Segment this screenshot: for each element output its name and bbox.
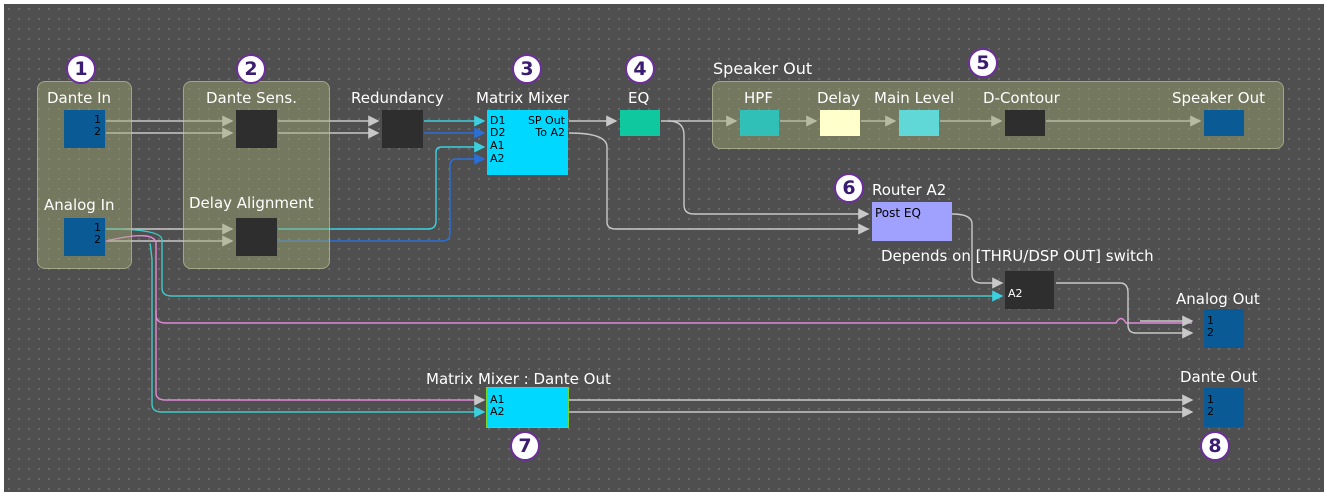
label-dante-sens: Dante Sens. xyxy=(206,89,297,107)
label-speaker-out: Speaker Out xyxy=(1172,89,1265,107)
port-label: 2 xyxy=(1207,326,1214,339)
wire-thru-out2 xyxy=(1056,282,1194,339)
router-a2-block[interactable]: Post EQ xyxy=(872,202,952,241)
wire-toa2-router xyxy=(568,132,870,235)
redundancy-block[interactable] xyxy=(382,110,423,148)
wire-analog-out1 xyxy=(105,235,1192,324)
dante-out-block[interactable]: 1 2 xyxy=(1204,388,1244,427)
label-d-contour: D-Contour xyxy=(983,89,1060,107)
port-label: A1 xyxy=(490,139,505,152)
label-redundancy: Redundancy xyxy=(351,89,444,107)
port-label: 1 xyxy=(94,113,101,126)
wire-router-thru xyxy=(951,213,1004,289)
matrix-mixer-dante-out-block[interactable]: A1 A2 xyxy=(486,387,569,428)
label-hpf: HPF xyxy=(744,89,773,107)
port-label: 1 xyxy=(94,221,101,234)
eq-block[interactable] xyxy=(620,110,660,136)
d-contour-block[interactable] xyxy=(1005,110,1045,136)
badge-1: 1 xyxy=(66,54,96,84)
port-label: A2 xyxy=(490,405,505,418)
speaker-out-block[interactable] xyxy=(1204,110,1244,136)
label-dante-out: Dante Out xyxy=(1180,368,1258,386)
port-label: D2 xyxy=(490,126,506,139)
analog-out-block[interactable]: 1 2 xyxy=(1204,309,1244,348)
label-analog-out: Analog Out xyxy=(1176,290,1260,308)
wire-analog-dmm-a2 xyxy=(149,243,486,418)
label-matrix-mixer-dante-out: Matrix Mixer : Dante Out xyxy=(426,370,611,388)
badge-4: 4 xyxy=(625,54,655,84)
badge-6: 6 xyxy=(834,173,864,203)
wire-da-a1 xyxy=(278,141,486,230)
port-label: Post EQ xyxy=(875,206,921,220)
dante-sens-block[interactable] xyxy=(236,110,277,148)
wire-da-a2 xyxy=(278,153,486,242)
hpf-block[interactable] xyxy=(740,110,779,136)
main-level-block[interactable] xyxy=(899,110,939,136)
label-analog-in: Analog In xyxy=(44,196,115,214)
delay-block[interactable] xyxy=(820,110,860,136)
badge-2: 2 xyxy=(236,54,266,84)
label-main-level: Main Level xyxy=(874,89,955,107)
port-label: A2 xyxy=(1008,287,1023,300)
label-router-a2: Router A2 xyxy=(872,181,947,199)
label-speaker-out-group: Speaker Out xyxy=(713,59,813,78)
label-delay: Delay xyxy=(817,89,861,107)
analog-in-block[interactable]: 1 2 xyxy=(64,218,105,256)
group-speaker-out xyxy=(712,81,1284,149)
badge-5: 5 xyxy=(968,48,998,78)
label-depends-note: Depends on [THRU/DSP OUT] switch xyxy=(881,247,1154,265)
label-matrix-mixer: Matrix Mixer xyxy=(476,89,569,107)
port-label: 1 xyxy=(1207,393,1214,406)
badge-3: 3 xyxy=(512,54,542,84)
thru-switch-block[interactable]: A2 xyxy=(1005,271,1054,309)
port-label: 2 xyxy=(1207,405,1214,418)
label-eq: EQ xyxy=(628,89,650,107)
label-delay-alignment: Delay Alignment xyxy=(189,194,314,212)
port-label: D1 xyxy=(490,114,506,127)
port-label: 2 xyxy=(94,233,101,246)
port-label: A2 xyxy=(490,152,505,165)
dante-in-block[interactable]: 1 2 xyxy=(64,110,105,148)
wire-eq-router xyxy=(667,120,870,220)
badge-8: 8 xyxy=(1200,431,1230,461)
delay-alignment-block[interactable] xyxy=(236,218,277,256)
port-label: 2 xyxy=(94,125,101,138)
badge-7: 7 xyxy=(510,431,540,461)
matrix-mixer-block[interactable]: D1 D2 A1 A2 SP Out To A2 xyxy=(487,110,568,175)
wire-analog-dmm-a1 xyxy=(155,310,486,406)
diagram-canvas xyxy=(4,4,1324,492)
port-label: To A2 xyxy=(535,126,565,139)
wire-analog-thru xyxy=(105,228,1004,302)
label-dante-in: Dante In xyxy=(47,89,112,107)
port-label: SP Out xyxy=(527,114,565,127)
port-label: A1 xyxy=(490,393,505,406)
port-label: 1 xyxy=(1207,314,1214,327)
